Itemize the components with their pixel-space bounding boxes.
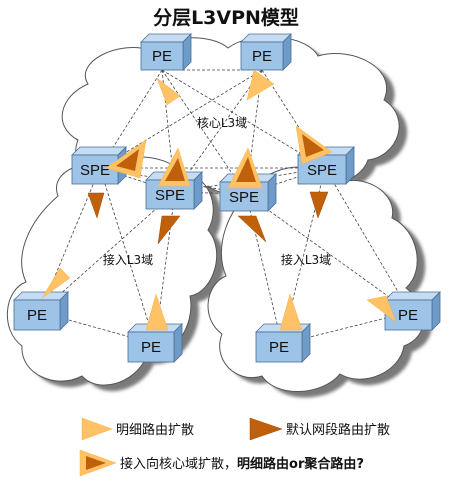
combined-route-arrows — [105, 125, 333, 189]
legend-question-prefix: 接入向核心域扩散， — [120, 456, 237, 472]
node-label: PE — [269, 339, 289, 356]
arrow-combined-spe-outer-left — [105, 139, 147, 179]
node-label: PE — [398, 307, 418, 324]
legend-question-bold: 明细路由or聚合路由? — [237, 456, 364, 472]
left-access-domain-label: 接入L3域 — [103, 252, 153, 267]
node-label: PE — [152, 48, 172, 65]
core-domain-label: 核心L3域 — [197, 116, 247, 130]
arrow-default-mid-left-pe — [157, 215, 181, 245]
legend-combined-route: 接入向核心域扩散，明细路由or聚合路由? — [79, 449, 364, 477]
legend-default-route: 默认网段路由扩散 — [249, 417, 390, 441]
router-pe-access-mid-right: PE — [255, 323, 311, 363]
node-label: PE — [141, 339, 161, 356]
arrow-default-right-pe — [309, 191, 329, 219]
legend-specific-arrow-icon — [81, 417, 113, 441]
arrow-specific-access-far-right — [366, 295, 397, 323]
arrow-specific-access-mid-right — [279, 293, 303, 331]
router-pe-core-left: PE — [140, 33, 192, 71]
legend-default-label: 默认网段路由扩散 — [286, 422, 390, 438]
node-label: SPE — [307, 162, 337, 179]
node-label: PE — [252, 48, 272, 65]
node-label: SPE — [155, 187, 185, 204]
node-label: PE — [27, 307, 47, 324]
router-pe-access-far-left: PE — [13, 291, 69, 331]
arrow-combined-spe-inner-right — [227, 147, 263, 189]
legend-specific-label: 明细路由扩散 — [116, 422, 194, 438]
node-label: SPE — [229, 189, 259, 206]
legend-combined-arrow-inner — [86, 456, 106, 470]
arrow-combined-spe-outer-right — [295, 125, 333, 165]
router-pe-access-mid-left: PE — [127, 323, 183, 363]
arrow-combined-spe-inner-left — [157, 147, 191, 187]
router-pe-core-right: PE — [240, 33, 292, 71]
legend-specific-route: 明细路由扩散 — [81, 417, 194, 441]
default-route-arrows — [87, 191, 329, 245]
arrow-specific-access-mid-left — [145, 293, 169, 331]
node-label: SPE — [80, 162, 110, 179]
router-pe-access-far-right: PE — [384, 291, 441, 331]
arrow-default-mid-right-pe — [237, 215, 267, 243]
legend-default-arrow-icon — [249, 417, 283, 441]
specific-route-arrows — [41, 69, 397, 331]
arrow-default-left-pe — [87, 192, 105, 219]
legend-combined-text: 接入向核心域扩散，明细路由or聚合路由? — [120, 456, 364, 472]
right-access-domain-label: 接入L3域 — [281, 252, 331, 267]
arrow-specific-access-far-left — [41, 267, 71, 299]
diagram-title: 分层L3VPN模型 — [153, 6, 299, 29]
arrow-specific-core-left — [156, 77, 181, 106]
legend: 明细路由扩散 默认网段路由扩散 接入向核心域扩散，明细路由or聚合路由? — [79, 417, 390, 477]
arrow-specific-core-right — [246, 69, 275, 101]
